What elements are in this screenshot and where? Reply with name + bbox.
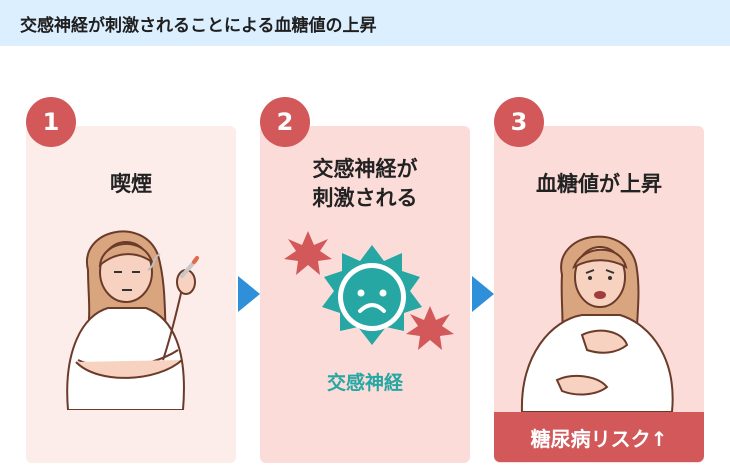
- step-number-badge-1: 1: [26, 97, 76, 147]
- step-label-nerve: 交感神経が 刺激される: [260, 155, 470, 213]
- step-number-badge-2: 2: [260, 97, 310, 147]
- stress-burst-icon: [406, 306, 454, 350]
- header-banner: 交感神経が刺激されることによる血糖値の上昇: [0, 0, 730, 46]
- nerve-label: 交感神経: [326, 372, 403, 394]
- sad-face-icon: [322, 245, 422, 345]
- stress-burst-icon: [284, 231, 332, 275]
- nerve-stress-illustration: [284, 231, 454, 350]
- step-label-nerve-line1: 交感神経が: [312, 157, 418, 181]
- smoking-woman-illustration: [66, 230, 199, 410]
- arrow-right-icon: [238, 276, 260, 312]
- step-label-smoking: 喫煙: [110, 172, 152, 196]
- diabetes-risk-banner: 糖尿病リスク↑: [494, 412, 704, 462]
- step-number-badge-3: 3: [494, 97, 544, 147]
- step-label-nerve-line2: 刺激される: [312, 186, 418, 210]
- step-label-blood-sugar: 血糖値が上昇: [536, 172, 662, 196]
- worried-woman-illustration: [520, 235, 674, 412]
- arrow-right-icon: [472, 276, 494, 312]
- page-title: 交感神経が刺激されることによる血糖値の上昇: [20, 15, 377, 36]
